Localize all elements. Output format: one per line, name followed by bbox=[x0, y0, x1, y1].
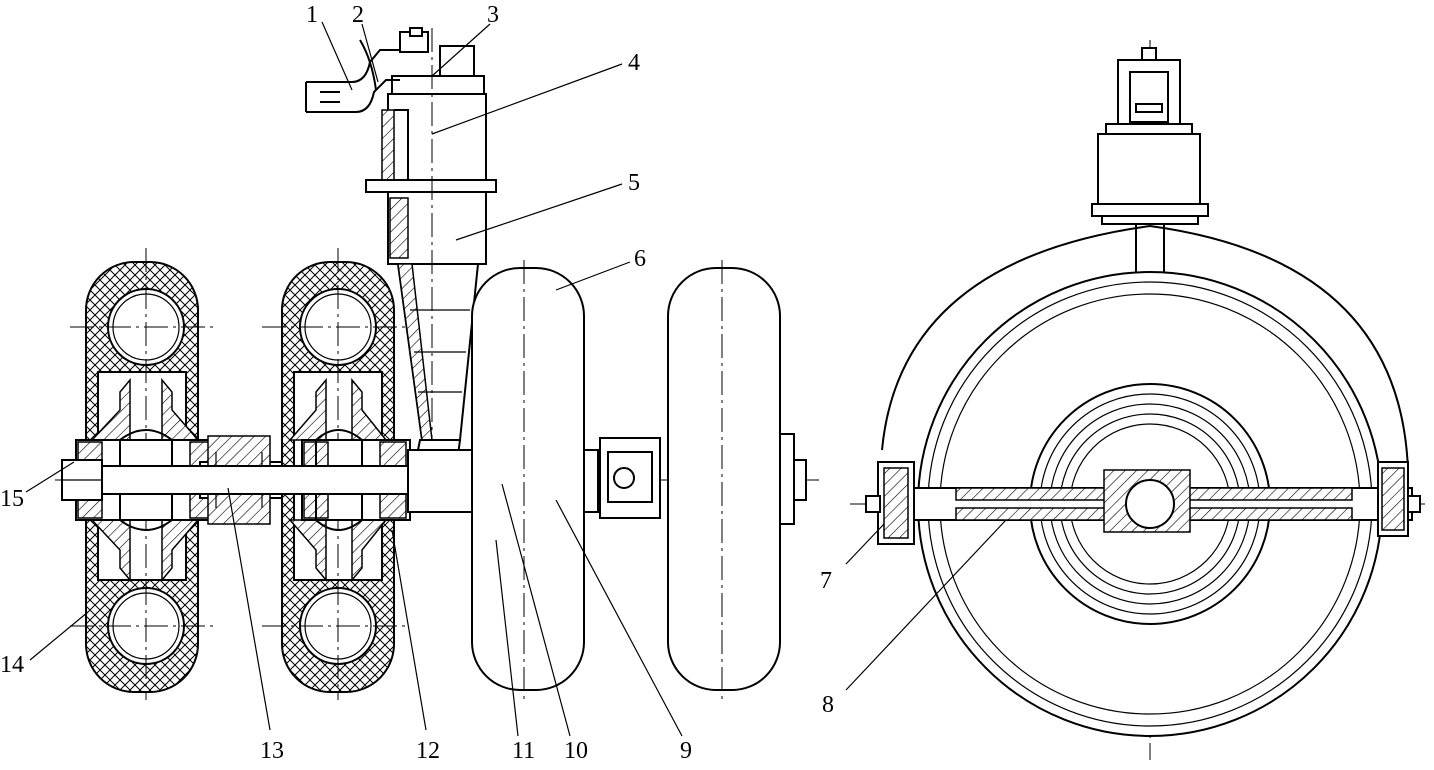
label-4: 4 bbox=[628, 50, 640, 76]
leader-lines bbox=[25, 21, 1007, 737]
label-10: 10 bbox=[564, 738, 588, 764]
label-1: 1 bbox=[306, 2, 318, 28]
part-labels: 1 2 3 4 5 6 7 8 9 10 11 12 13 14 15 bbox=[0, 2, 834, 764]
label-14: 14 bbox=[0, 652, 24, 678]
label-6: 6 bbox=[634, 246, 646, 272]
label-9: 9 bbox=[680, 738, 692, 764]
label-15: 15 bbox=[0, 486, 24, 512]
label-12: 12 bbox=[416, 738, 440, 764]
label-13: 13 bbox=[260, 738, 284, 764]
cylinder-4 bbox=[387, 93, 487, 185]
label-8: 8 bbox=[822, 692, 834, 718]
side-view bbox=[55, 27, 820, 700]
front-view bbox=[850, 40, 1425, 760]
label-2: 2 bbox=[352, 2, 364, 28]
tire-6 bbox=[471, 260, 585, 700]
label-5: 5 bbox=[628, 170, 640, 196]
label-11: 11 bbox=[512, 738, 535, 764]
label-3: 3 bbox=[487, 2, 499, 28]
label-7: 7 bbox=[820, 568, 832, 594]
axle-shaft bbox=[101, 465, 433, 495]
tire-rear-right bbox=[667, 260, 807, 700]
